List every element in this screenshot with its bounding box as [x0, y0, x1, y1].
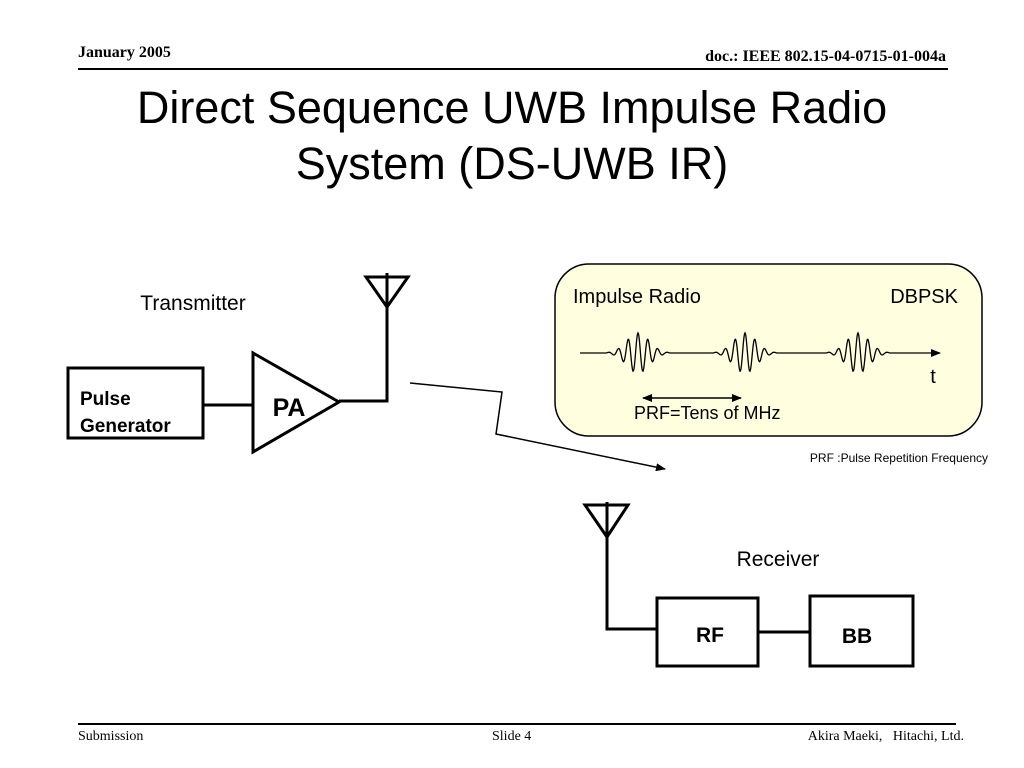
header-divider [78, 68, 948, 70]
slide-title: Direct Sequence UWB Impulse Radio System… [0, 80, 1024, 192]
pulse-generator-block: Pulse Generator [66, 366, 205, 440]
footer-submission: Submission [78, 729, 144, 744]
impulse-pulse-train [580, 331, 941, 373]
amplifier-triangle-icon [251, 350, 343, 455]
header-date: January 2005 [78, 44, 171, 61]
rf-block: RF [655, 596, 760, 668]
wireless-link-arrow-icon [409, 382, 666, 472]
pulse-generator-label-line-1: Pulse [80, 389, 131, 410]
transmitter-label: Transmitter [140, 292, 245, 315]
power-amplifier: PA [251, 350, 343, 455]
footer-author: Akira Maeki, Hitachi, Ltd. [807, 729, 964, 744]
impulse-radio-panel: Impulse Radio DBPSK t PRF=Tens of MHz [554, 263, 983, 437]
modulation-label: DBPSK [890, 286, 958, 308]
transmitter-section: Transmitter Pulse Generator PA [66, 273, 411, 455]
bb-label: BB [842, 625, 872, 648]
prf-label: PRF=Tens of MHz [634, 403, 781, 423]
bb-box [808, 594, 915, 668]
slide-title-line-1: Direct Sequence UWB Impulse Radio [136, 82, 888, 133]
time-axis-label: t [930, 366, 936, 388]
rx-antenna-icon [582, 502, 631, 540]
header-doc-id: doc.: IEEE 802.15-04-0715-01-004a [705, 48, 946, 65]
pulse-waveform [580, 331, 941, 373]
prf-definition-note: PRF :Pulse Repetition Frequency [810, 451, 988, 465]
rf-label: RF [696, 624, 724, 647]
impulse-panel-background [554, 263, 983, 437]
antenna-to-rf-wire [605, 537, 657, 631]
amplifier-label: PA [273, 394, 306, 422]
pulse-generator-label-line-2: Generator [80, 416, 171, 437]
impulse-panel-title: Impulse Radio [573, 286, 701, 308]
pa-to-antenna-wire [339, 302, 389, 403]
receiver-section: Receiver RF BB [582, 502, 915, 668]
receiver-label: Receiver [737, 548, 820, 571]
bb-block: BB [808, 594, 915, 668]
tx-antenna-icon [363, 273, 411, 310]
footer-divider [78, 723, 956, 725]
pulse-generator-box [66, 366, 205, 440]
slide-title-line-2: System (DS-UWB IR) [295, 138, 729, 189]
footer-slide-number: Slide 4 [492, 729, 532, 744]
